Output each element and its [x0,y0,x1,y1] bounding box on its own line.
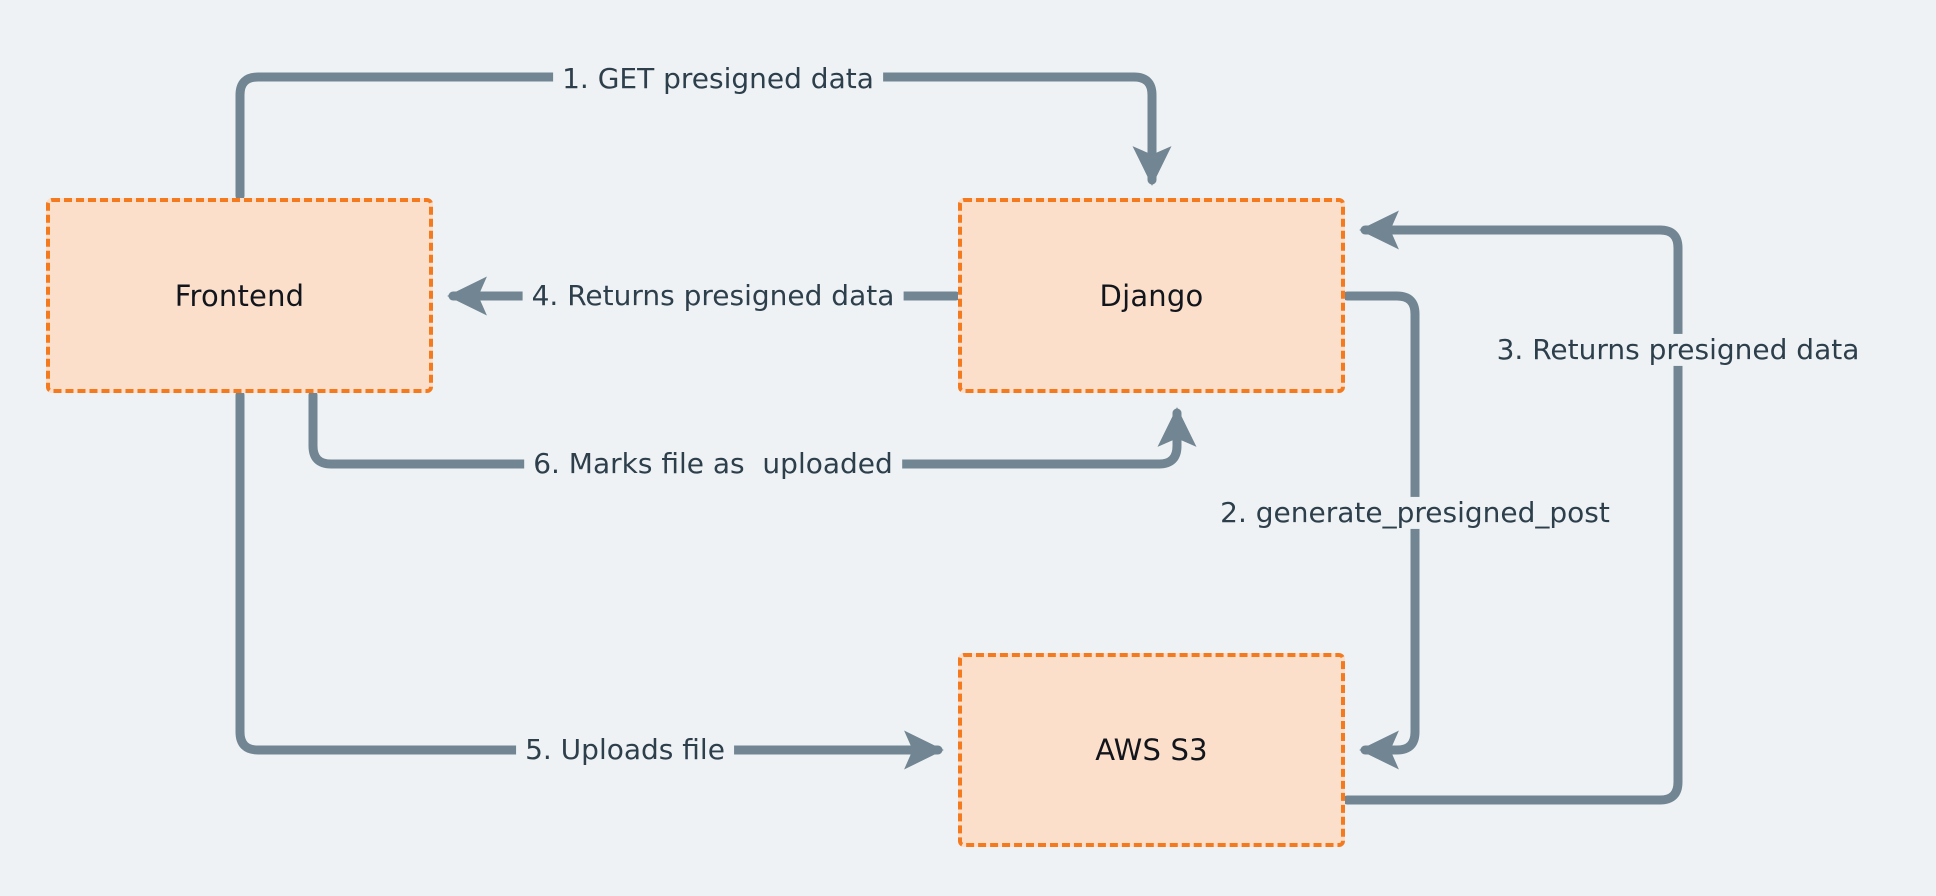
edge-label-step-5: 5. Uploads file [516,733,734,767]
node-aws-s3-label: AWS S3 [1095,733,1208,767]
edge-step-3 [1342,210,1683,805]
edge-label-step-6: 6. Marks file as uploaded [524,447,902,481]
edge-label-step-3: 3. Returns presigned data [1487,333,1869,367]
edge-step-5 [235,390,944,770]
node-frontend-label: Frontend [174,278,305,313]
node-aws-s3[interactable]: AWS S3 [958,653,1345,847]
edge-label-step-2: 2. generate_presigned_post [1211,496,1619,530]
node-django-label: Django [1099,278,1204,313]
edge-label-step-1: 1. GET presigned data [553,62,883,96]
edge-label-step-4: 4. Returns presigned data [522,279,904,313]
node-django[interactable]: Django [958,198,1345,393]
node-frontend[interactable]: Frontend [46,198,433,393]
